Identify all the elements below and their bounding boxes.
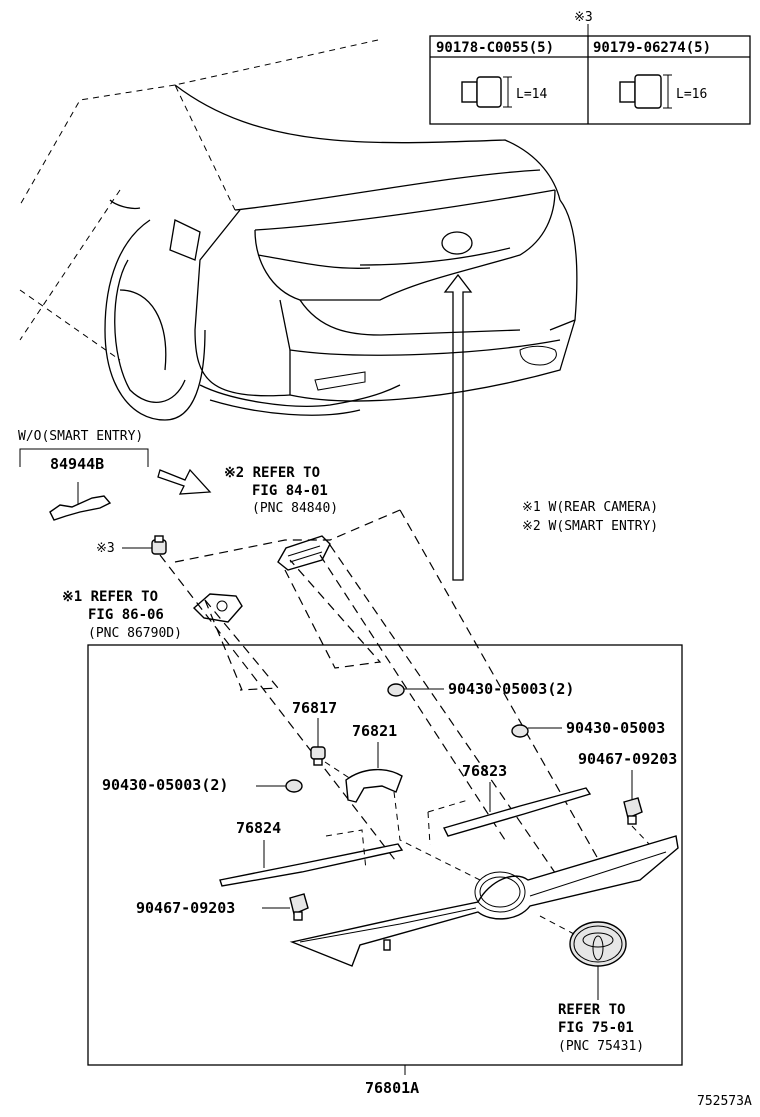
figure-id: 752573A (697, 1094, 752, 1109)
part-90430-b-label: 90430-05003 (566, 719, 665, 737)
ref-smart-line2: FIG 84-01 (252, 483, 328, 499)
assembly-dashed-guides (159, 509, 611, 881)
legend-smart-entry: ※2 W(SMART ENTRY) (522, 519, 658, 534)
legend-rear-camera: ※1 W(REAR CAMERA) (522, 500, 658, 515)
bolt-table-col2-length: L=16 (676, 87, 707, 102)
garnish-bar-icon (289, 835, 679, 967)
part-90467-b-label: 90467-09203 (136, 899, 235, 917)
part-76817-icon (310, 746, 326, 766)
clip-90467-b-icon (289, 893, 309, 921)
clip-90430-a-icon (387, 683, 405, 697)
bolt-table-col1-part: 90178-C0055(5) (436, 40, 554, 56)
clip-90430-b-icon (511, 724, 529, 738)
part-76824-label: 76824 (236, 819, 281, 837)
part-84944b-label: 84944B (50, 455, 104, 473)
smart-entry-switch-icon (277, 535, 331, 571)
install-direction-arrow (443, 273, 473, 581)
ref-camera-line3: (PNC 86790D) (88, 626, 182, 641)
bolt-table: ※3 90178-C0055(5) 90179-06274(5) L=14 L=… (429, 10, 751, 125)
part-76821-icon (345, 769, 403, 803)
part-90430-c-label: 90430-05003(2) (102, 776, 228, 794)
ref-smart-line1: ※2 REFER TO (224, 465, 320, 481)
bolt-14-icon (461, 76, 512, 108)
toyota-emblem-icon (569, 921, 627, 967)
arrow-to-smart-entry (157, 468, 212, 495)
part-76817-label: 76817 (292, 699, 337, 717)
vehicle-rear-illustration (19, 39, 578, 421)
part-76821-label: 76821 (352, 722, 397, 740)
part-84944b-condition: W/O(SMART ENTRY) (18, 429, 143, 444)
part-90430-a-label: 90430-05003(2) (448, 680, 574, 698)
part-90467-a-label: 90467-09203 (578, 750, 677, 768)
bolt-table-col1-length: L=14 (516, 87, 547, 102)
part-76801a-label: 76801A (365, 1079, 419, 1097)
ref-emblem-line1: REFER TO (558, 1002, 625, 1018)
clip-90467-a-icon (623, 797, 643, 825)
part-76823-label: 76823 (462, 762, 507, 780)
clip-90430-c-icon (285, 779, 303, 793)
ref-emblem-line2: FIG 75-01 (558, 1020, 634, 1036)
ref-emblem-line3: (PNC 75431) (558, 1039, 644, 1054)
part-84944b-icon (49, 482, 112, 521)
bolt-table-col2-part: 90179-06274(5) (593, 40, 711, 56)
bolt-16-icon (619, 74, 672, 109)
ref-camera-line1: ※1 REFER TO (62, 589, 158, 605)
mark3-label: ※3 (96, 541, 115, 556)
part-76824-icon (219, 843, 404, 887)
mark3-bolt-icon (151, 535, 167, 555)
part-76823-icon (442, 787, 592, 837)
ref-camera-line2: FIG 86-06 (88, 607, 164, 623)
ref-smart-line3: (PNC 84840) (252, 501, 338, 516)
bolt-table-mark: ※3 (574, 10, 593, 25)
assembly-76801a-frame (87, 644, 683, 1066)
